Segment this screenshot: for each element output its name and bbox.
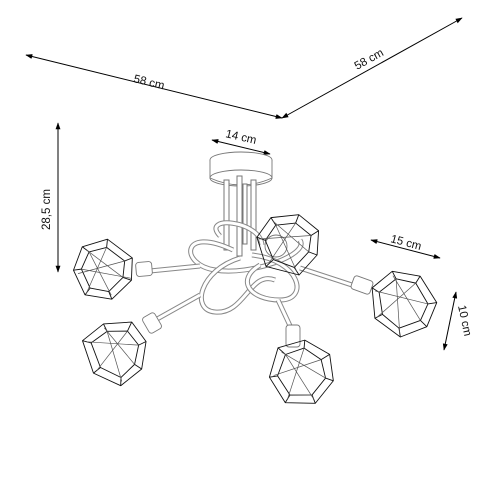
dimension-width-right: 58 cm <box>281 17 463 119</box>
dimension-shade-width-label: 15 cm <box>389 233 422 253</box>
dimension-canopy: 14 cm <box>211 128 271 155</box>
dimension-shade-height-label: 10 cm <box>455 304 473 337</box>
dimension-width-left-label: 58 cm <box>132 73 165 92</box>
dimension-shade-height: 10 cm <box>442 291 473 351</box>
dimension-width-right-label: 58 cm <box>353 47 386 73</box>
shade-top <box>256 214 320 276</box>
dimension-height-label: 28,5 cm <box>41 189 53 230</box>
shade-left <box>73 238 153 300</box>
shade-lower-left <box>82 312 162 387</box>
ceiling-canopy <box>209 151 273 257</box>
dimension-width-left: 58 cm <box>25 54 283 119</box>
dimension-shade-width: 15 cm <box>370 233 441 259</box>
dimension-height: 28,5 cm <box>41 122 61 273</box>
shade-bottom <box>268 324 334 404</box>
shade-right <box>350 270 438 338</box>
